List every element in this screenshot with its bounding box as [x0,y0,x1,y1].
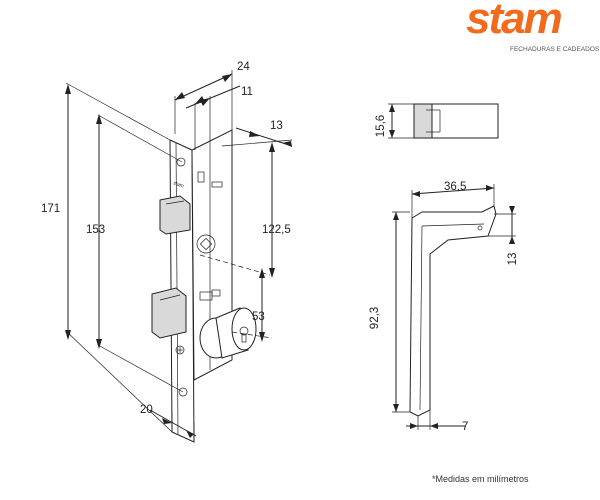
dimension-label-7: 7 [462,421,468,433]
dimension-label-15-6: 15,6 [375,115,387,137]
lock-assembly: stam [151,129,257,443]
centre-lines [199,254,273,339]
dimension-label-153: 153 [86,224,105,236]
brand-logo-wordmark: stam [466,0,563,43]
dimension-label-171: 171 [41,203,60,215]
handle-top-view [388,103,499,139]
spindle-hub [196,234,216,254]
screw-hole-bottom [178,387,188,397]
lock-dimension-lines [65,70,293,442]
dimension-label-11: 11 [241,86,253,98]
dimension-label-24: 24 [237,61,250,73]
dimension-label-13-top: 13 [270,120,283,132]
brand-tagline: FECHADURAS E CADEADOS [510,46,600,53]
cylinder-face [231,307,257,351]
svg-text:stam: stam [172,180,184,189]
dimension-label-20: 20 [140,404,153,416]
units-note: *Medidas em milímetros [432,474,529,484]
dimension-label-92-3: 92,3 [369,307,381,329]
keyhole [239,326,249,336]
dimension-label-122-5: 122,5 [262,224,291,236]
latch-bolt [159,195,191,235]
handle-body [409,205,497,417]
dead-bolt [151,287,187,339]
dimension-label-13-handle: 13 [507,253,519,266]
dimension-label-53: 53 [252,311,265,323]
screw-hole-top [176,157,186,167]
dimension-label-36-5: 36,5 [444,181,466,193]
brand-logo: stam FECHADURAS E CADEADOS [464,0,599,58]
handle-side-view [392,184,516,430]
